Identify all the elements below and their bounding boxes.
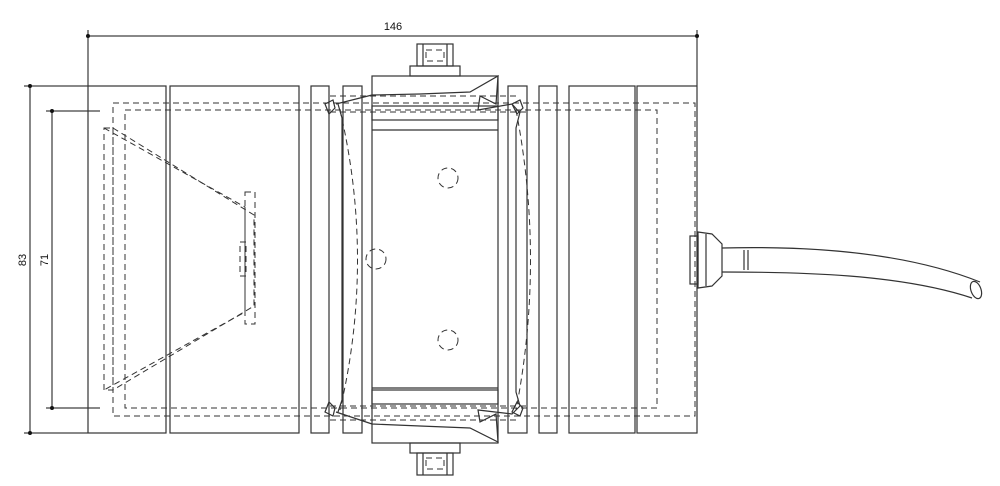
- bottom-connector: [409, 442, 461, 476]
- dimension-inner-height-label: 71: [39, 254, 51, 266]
- left-end-block: [87, 85, 300, 434]
- top-connector: [409, 43, 461, 77]
- cable: [721, 246, 983, 300]
- cable-gland: [689, 231, 749, 289]
- dimension-overall-height: 83: [17, 84, 90, 435]
- right-end-block: [568, 85, 698, 434]
- dimension-inner-height: 71: [39, 109, 100, 410]
- hidden-housing-outline: [112, 95, 696, 421]
- dimension-overall-height-label: 83: [17, 254, 29, 266]
- dimension-overall-width-label: 146: [384, 21, 402, 33]
- center-section: [310, 74, 558, 444]
- dimension-overall-width: 146: [86, 21, 699, 86]
